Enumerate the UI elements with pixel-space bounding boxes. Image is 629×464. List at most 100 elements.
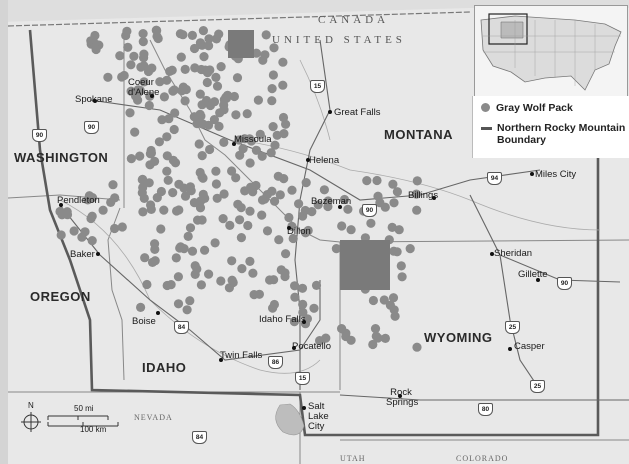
state-label-washington: WASHINGTON xyxy=(14,150,109,165)
wolf-pack-marker xyxy=(155,77,165,87)
interstate-shield-icon: 15 xyxy=(295,372,310,385)
wolf-pack-marker xyxy=(129,51,139,61)
wolf-pack-marker xyxy=(258,55,268,65)
wolf-pack-marker xyxy=(214,121,224,131)
wolf-pack-marker xyxy=(137,188,147,198)
wolf-pack-marker xyxy=(236,233,246,243)
wolf-pack-marker xyxy=(257,195,268,205)
wolf-pack-marker xyxy=(138,37,148,47)
wolf-pack-marker xyxy=(268,70,278,80)
wolf-pack-marker xyxy=(372,175,382,186)
city-missoula: Missoula xyxy=(234,134,272,145)
wolf-pack-marker xyxy=(133,85,143,95)
wolf-pack-marker xyxy=(224,283,234,293)
city-idaho-falls: Idaho Falls xyxy=(259,314,306,325)
wolf-pack-marker xyxy=(248,187,258,197)
wolf-pack-marker xyxy=(257,210,267,220)
wolf-pack-marker xyxy=(196,40,206,50)
state-label-montana: MONTANA xyxy=(384,127,453,142)
wolf-pack-marker xyxy=(240,186,250,196)
wolf-pack-marker xyxy=(237,264,247,274)
city-marker xyxy=(328,110,332,114)
city-marker xyxy=(219,358,223,362)
wolf-pack-marker xyxy=(268,122,278,132)
wolf-pack-marker xyxy=(166,280,176,290)
wolf-pack-marker xyxy=(159,205,169,215)
wolf-pack-marker xyxy=(163,175,173,185)
scale-km-label: 100 km xyxy=(80,425,107,434)
wolf-pack-marker xyxy=(146,200,156,210)
wolf-pack-marker xyxy=(146,145,156,156)
wolf-pack-marker xyxy=(301,178,311,188)
wolf-pack-marker xyxy=(278,80,288,90)
wolf-pack-marker xyxy=(210,238,220,248)
wolf-pack-marker xyxy=(397,272,407,282)
city-helena: Helena xyxy=(309,155,340,166)
wolf-pack-marker xyxy=(392,247,402,257)
wolf-pack-marker xyxy=(205,100,215,111)
wolf-pack-marker xyxy=(261,30,271,40)
wolf-pack-marker xyxy=(370,324,381,334)
wolf-pack-marker xyxy=(211,72,221,82)
interstate-shield-icon: 25 xyxy=(530,380,545,393)
wolf-pack-marker xyxy=(212,81,223,91)
wolf-pack-marker xyxy=(281,249,291,259)
wolf-pack-marker xyxy=(173,299,184,309)
city-pendleton: Pendleton xyxy=(57,195,100,206)
wolf-pack-marker xyxy=(227,256,237,266)
city-sheridan: Sheridan xyxy=(494,248,533,259)
wolf-pack-marker xyxy=(162,166,172,176)
wolf-pack-marker xyxy=(171,253,181,263)
wolf-pack-marker xyxy=(145,160,155,170)
wolf-pack-marker xyxy=(198,26,208,36)
wolf-pack-marker xyxy=(219,189,229,199)
wolf-pack-dot-icon xyxy=(481,103,490,112)
wolf-pack-marker xyxy=(106,197,116,207)
wolf-pack-marker xyxy=(412,205,422,215)
wolf-pack-marker xyxy=(56,230,66,240)
city-marker xyxy=(432,196,436,200)
city-marker xyxy=(96,252,100,256)
city-marker xyxy=(292,346,296,350)
legend-wolf-pack-label: Gray Wolf Pack xyxy=(496,102,573,114)
wolf-pack-marker xyxy=(195,89,205,99)
wolf-pack-marker xyxy=(346,335,356,345)
wolf-pack-marker xyxy=(389,198,399,208)
wolf-pack-marker xyxy=(238,144,248,154)
wolf-pack-marker xyxy=(343,204,353,214)
wolf-pack-marker xyxy=(368,295,378,306)
state-label-oregon: OREGON xyxy=(30,289,91,304)
wolf-pack-marker xyxy=(142,279,152,290)
wolf-pack-marker xyxy=(198,119,208,129)
city-marker xyxy=(150,94,154,98)
wolf-pack-marker xyxy=(287,185,297,195)
interstate-shield-icon: 90 xyxy=(557,277,572,290)
wolf-pack-marker xyxy=(180,64,190,74)
wolf-pack-marker xyxy=(294,199,304,209)
wolf-pack-marker xyxy=(135,151,145,161)
scale-bar: N 50 mi 100 km xyxy=(18,400,168,440)
wolf-pack-marker xyxy=(278,112,289,123)
wolf-pack-marker xyxy=(169,124,179,135)
wolf-pack-marker xyxy=(405,244,415,254)
interstate-shield-icon: 94 xyxy=(487,172,502,185)
wolf-pack-marker xyxy=(267,84,277,94)
city-marker xyxy=(59,203,63,207)
wolf-pack-marker xyxy=(231,110,241,120)
wolf-pack-marker xyxy=(298,307,308,317)
city-marker xyxy=(536,278,540,282)
wolf-pack-marker xyxy=(245,158,255,168)
wolf-pack-marker xyxy=(139,49,149,59)
wolf-pack-marker xyxy=(269,43,279,53)
state-label-wyoming: WYOMING xyxy=(424,330,493,345)
wolf-pack-dense-area xyxy=(228,30,254,58)
city-casper: Casper xyxy=(514,341,545,352)
wolf-pack-marker xyxy=(362,176,372,186)
wolf-pack-marker xyxy=(204,34,214,44)
wolf-pack-marker xyxy=(240,134,250,144)
wolf-pack-marker xyxy=(235,215,245,225)
wolf-pack-marker xyxy=(323,201,333,212)
city-twin-falls: Twin Falls xyxy=(220,350,263,361)
wolf-pack-marker xyxy=(242,109,252,119)
wolf-pack-marker xyxy=(387,222,397,232)
